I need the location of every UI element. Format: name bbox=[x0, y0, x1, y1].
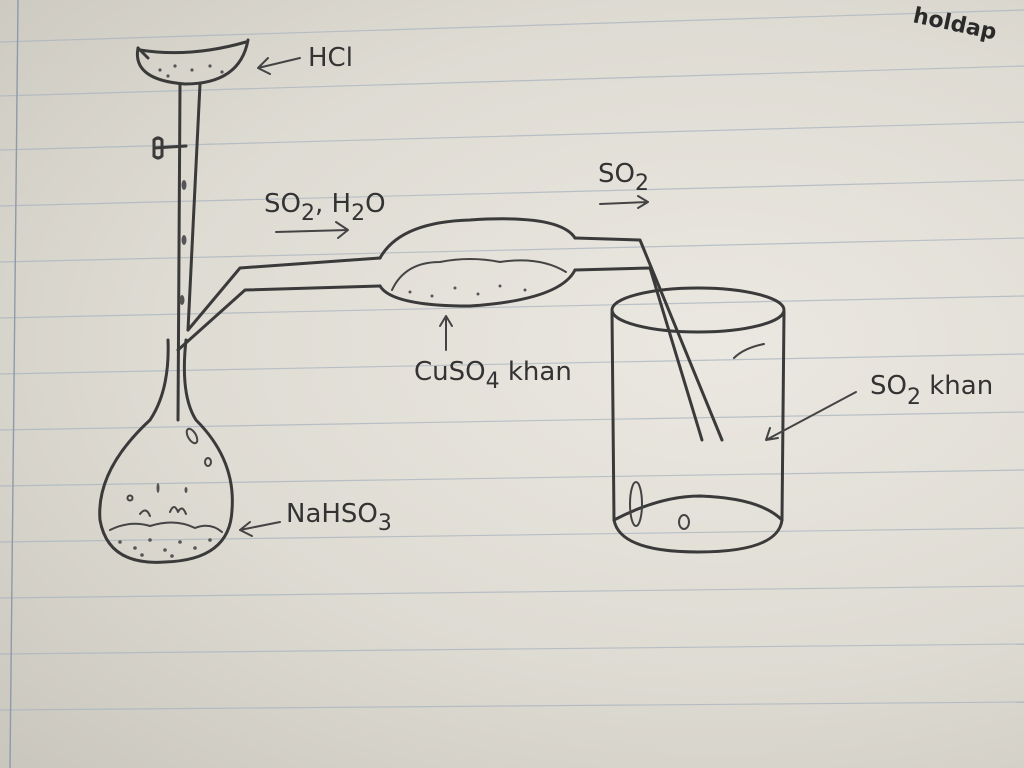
cuso4-arrow bbox=[439, 315, 453, 351]
label-hcl: HCl bbox=[308, 43, 353, 73]
gas-flow-arrow bbox=[275, 221, 349, 239]
labels: HCl SO2, H2O SO2 CuSO4 khan NaHSO3 SO2 k… bbox=[264, 43, 993, 536]
round-flask bbox=[98, 338, 234, 564]
collection-jar bbox=[610, 286, 786, 554]
label-so2-top: SO2 bbox=[598, 159, 649, 196]
hcl-arrow bbox=[257, 57, 301, 75]
arrows bbox=[239, 57, 857, 537]
separatory-funnel bbox=[135, 38, 250, 422]
label-so2-dry: SO2 khan bbox=[870, 371, 993, 410]
nahso3-arrow bbox=[239, 521, 281, 537]
corner-text: holdap bbox=[911, 3, 999, 45]
label-gas-mix: SO2, H2O bbox=[264, 189, 386, 226]
so2-flow-arrow bbox=[599, 195, 649, 209]
label-cuso4: CuSO4 khan bbox=[414, 357, 572, 394]
so2-dry-arrow bbox=[765, 391, 857, 441]
delivery-tube bbox=[176, 217, 724, 442]
label-nahso3: NaHSO3 bbox=[286, 499, 392, 536]
